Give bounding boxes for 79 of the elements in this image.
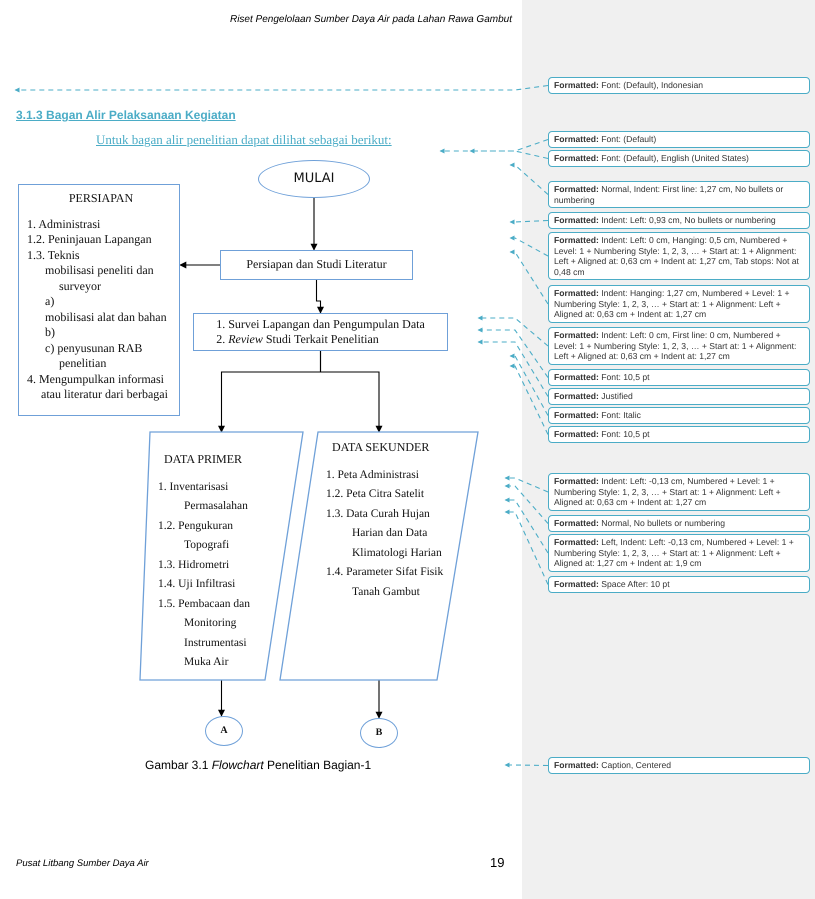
comment-balloon: Formatted: Font: Italic (548, 407, 810, 424)
comment-balloon: Formatted: Normal, No bullets or numbering (548, 515, 810, 532)
leader-line (470, 138, 548, 154)
leader-line (510, 364, 548, 435)
leader-line (510, 250, 548, 304)
list-item: 1. Inventarisasi Permasalahan (158, 480, 249, 514)
list-item: c) penyusunan RAB penelitian (44, 340, 144, 372)
list-item: 1.3. Hidrometri (158, 558, 230, 572)
list-item: 1.3. Teknis (27, 248, 81, 263)
leader-line (478, 340, 548, 397)
page-footer: Pusat Litbang Sumber Daya Air (16, 858, 316, 869)
leader-line (504, 762, 548, 768)
parallelogram-box (280, 432, 478, 680)
leader-line (478, 328, 548, 378)
comment-balloon: Formatted: Indent: Hanging: 1,27 cm, Numbered + Level: 1 + Numbering Style: 1, 2, 3, … + Start at: 1 + Alignment: Left + Aligned at: 0,63 cm + Indent at: 1,27 cm (548, 285, 810, 323)
comment-balloon: Formatted: Space After: 10 pt (548, 576, 810, 593)
arrow (179, 262, 220, 268)
leader-line (504, 510, 548, 585)
comment-balloon: Formatted: Justified (548, 388, 810, 405)
list-item: 4. Mengumpulkan informasi atau literatur dari berbagai (27, 372, 169, 402)
arrow (376, 680, 382, 719)
leader-line (510, 354, 548, 416)
leader-line (504, 498, 548, 554)
list-item: 1.2. Peta Citra Satelit (326, 487, 426, 502)
box-text: Persiapan dan Studi Literatur (246, 257, 387, 273)
process-box (18, 184, 180, 416)
page-number: 19 (490, 855, 506, 870)
list-item: b) (44, 325, 56, 340)
arrow (310, 198, 318, 251)
arrow (218, 680, 225, 717)
arrow (320, 351, 382, 433)
parallelogram-box (140, 432, 303, 680)
box-heading: DATA SEKUNDER (332, 440, 430, 456)
node-text: B (376, 726, 382, 740)
box-heading: PERSIAPAN (68, 191, 134, 206)
comment-balloon: Formatted: Font: (Default) (548, 131, 810, 148)
comment-balloon: Formatted: Normal, Indent: First line: 1,27 cm, No bullets or numbering (548, 181, 810, 208)
arrow (316, 280, 324, 314)
leader-line (504, 476, 548, 492)
box-heading: DATA PRIMER (164, 452, 244, 468)
connector-circle (360, 718, 398, 748)
node-text: A (220, 724, 228, 738)
comment-balloon: Formatted: Indent: Left: 0,93 cm, No bullets or numbering (548, 212, 810, 229)
leader-line (510, 162, 548, 195)
list-item: 1.4. Parameter Sifat Fisik Tanah Gambut (326, 565, 444, 600)
comment-balloon: Formatted: Font: 10,5 pt (548, 426, 810, 443)
list-item: 1.2. Pengukuran Topografi (158, 518, 234, 553)
figure-caption: Gambar 3.1 Flowchart Penelitian Bagian-1 (145, 758, 372, 772)
leader-line (510, 220, 548, 224)
list-item: mobilisasi alat dan bahan (44, 310, 168, 325)
process-box (220, 250, 413, 280)
list-item: 1.2. Peninjauan Lapangan (27, 232, 153, 248)
comment-balloon: Formatted: Font: 10,5 pt (548, 369, 810, 386)
leader-line (14, 84, 548, 92)
process-box (193, 313, 448, 351)
comment-balloon: Formatted: Font: (Default), English (United States) (548, 150, 810, 167)
intro-sentence: Untuk bagan alir penelitian dapat dilihat sebagai berikut: (96, 132, 393, 148)
leader-line (510, 236, 548, 256)
comment-balloon: Formatted: Font: (Default), Indonesian (548, 77, 810, 94)
comment-balloon: Formatted: Indent: Left: -0,13 cm, Numbered + Level: 1 + Numbering Style: 1, 2, 3, … + Start at: 1 + Alignment: Left + Aligned at: 0,63 cm + Indent at: 1,27 cm (548, 473, 810, 511)
list-item: a) (44, 294, 56, 310)
section-heading: 3.1.3 Bagan Alir Pelaksanaan Kegiatan (16, 108, 236, 122)
comment-balloon: Formatted: Caption, Centered (548, 757, 810, 774)
comment-balloon: Formatted: Left, Indent: Left: -0,13 cm, Numbered + Level: 1 + Numbering Style: 1, 2, 3, … + Start at: 1 + Alignment: Left + Aligned at: 1,27 cm + Indent at: 1,9 cm (548, 534, 810, 572)
page-header: Riset Pengelolaan Sumber Daya Air pada Lahan Rawa Gambut (228, 14, 512, 25)
list-item: 1. Administrasi (27, 216, 102, 232)
node-text: MULAI (294, 171, 334, 187)
list-item: 1.4. Uji Infiltrasi (158, 577, 236, 592)
list-item: 1.3. Data Curah Hujan Harian dan Data Klimatologi Harian (326, 506, 443, 560)
box-text: 2. Review Studi Terkait Penelitian (216, 332, 380, 348)
leader-line (440, 148, 548, 160)
comment-balloon: Formatted: Indent: Left: 0 cm, First line: 0 cm, Numbered + Level: 1 + Numbering Style: 1, 2, 3, … + Start at: 1 + Alignment: Left + Aligned at: 0,63 cm + Indent at: 1,27 cm (548, 327, 810, 365)
comment-balloon: Formatted: Indent: Left: 0 cm, Hanging: 0,5 cm, Numbered + Level: 1 + Numbering Style: 1, 2, 3, … + Start at: 1 + Alignment: Left + Aligned at: 0,63 cm + Indent at: 1,27 cm, Tab stops: Not at 0,48 cm (548, 232, 810, 280)
list-item: 1. Peta Administrasi (326, 468, 420, 482)
leader-line (478, 316, 548, 346)
leader-line (504, 484, 548, 524)
connector-circle (205, 716, 243, 746)
box-text: 1. Survei Lapangan dan Pengumpulan Data (216, 316, 425, 332)
list-item: 1.5. Pembacaan dan Monitoring Instrumentasi Muka Air (158, 596, 251, 670)
